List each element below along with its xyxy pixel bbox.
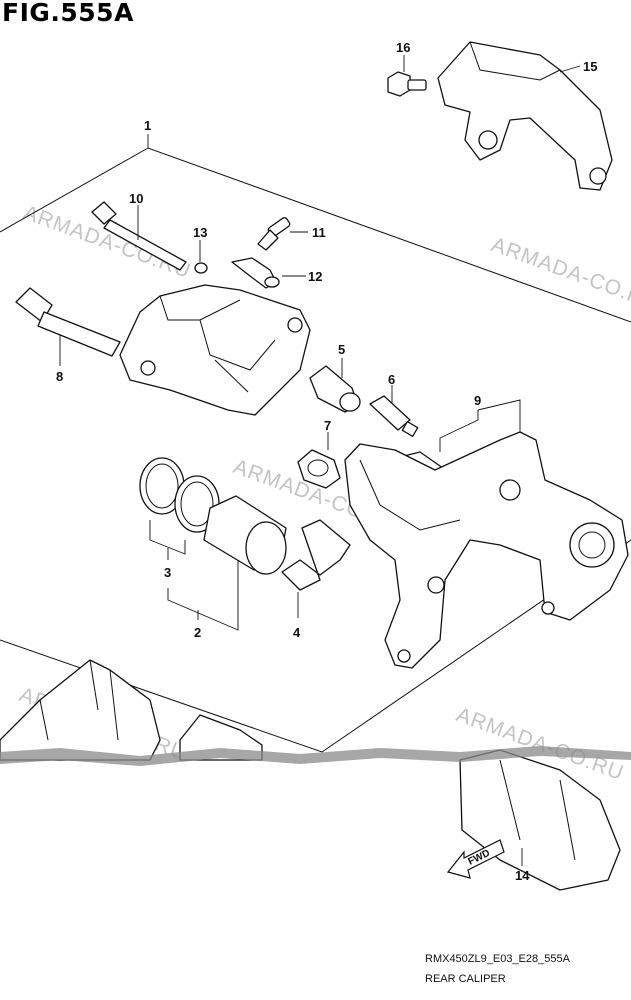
part-12-cap[interactable] [231,257,280,289]
callout-11: 11 [312,225,326,240]
callout-9: 9 [474,393,481,408]
diagram-caption: REAR CALIPER [425,973,506,985]
part-14-brake-pads[interactable] [0,659,621,891]
part-7-boot[interactable] [297,449,341,489]
callout-10: 10 [129,191,143,206]
watermark: ARMADA-CO.RU [488,233,631,315]
part-15-bracket[interactable] [437,41,613,191]
callout-2: 2 [194,625,201,640]
callout-4: 4 [293,625,301,640]
part-8-slide-pin[interactable] [15,287,121,357]
callout-8: 8 [56,369,63,384]
callout-3: 3 [164,565,171,580]
callout-7: 7 [324,418,331,433]
part-3-seals[interactable] [139,457,220,533]
caliper-body[interactable] [119,284,311,416]
callout-1: 1 [144,118,151,133]
part-11-bleeder[interactable] [257,217,291,251]
part-6-pin[interactable] [369,395,419,437]
callout-5: 5 [338,342,345,357]
part-10-slide-pin[interactable] [91,201,187,271]
part-4-pad-spring[interactable] [281,519,351,591]
callout-15: 15 [583,59,597,74]
part-5-sleeve[interactable] [309,365,361,413]
callout-16: 16 [396,40,410,55]
part-16-bolt[interactable] [387,71,427,97]
callout-6: 6 [388,372,395,387]
callout-13: 13 [193,225,207,240]
forward-arrow-icon: FWD [446,839,505,879]
callout-12: 12 [308,269,322,284]
figure-title: FIG.555A [2,0,134,27]
caliper-bracket[interactable] [344,431,629,669]
torn-edge [0,746,631,766]
callout-14: 14 [515,868,530,883]
part-13-washer[interactable] [194,262,208,274]
part-2-piston[interactable] [203,495,287,575]
diagram-code: RMX450ZL9_E03_E28_555A [425,953,570,965]
